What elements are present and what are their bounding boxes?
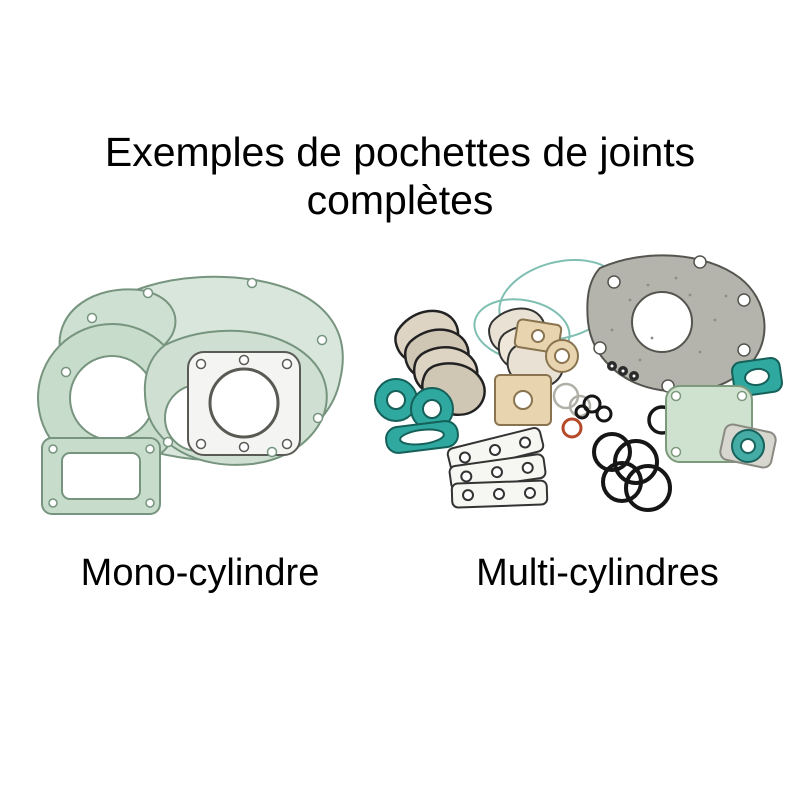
- title-line-2: complètes: [306, 177, 494, 224]
- fanned-gasket-stack-1: [394, 309, 486, 416]
- title-line-1: Exemples de pochettes de joints: [104, 129, 696, 175]
- grey-gasket-speckles: [610, 276, 728, 362]
- thin-grey-rings: [552, 382, 592, 418]
- beige-gaskets: [494, 318, 579, 426]
- valve-cover-bolt-holes: [48, 444, 155, 508]
- valve-cover-gasket: [41, 437, 161, 515]
- label-mono-cylindre: Mono-cylindre: [80, 552, 320, 594]
- head-gasket-bolt-holes: [195, 354, 293, 453]
- orange-o-ring: [561, 417, 583, 439]
- washers: [607, 361, 639, 381]
- image-title: Exemples de pochettes de joints complète…: [0, 128, 800, 225]
- small-right-gaskets: [719, 423, 777, 469]
- grey-cover-gasket: [586, 254, 766, 393]
- clutch-cover-gasket-hole: [69, 355, 155, 441]
- mono-bolt-holes: [60, 277, 328, 458]
- mono-gasket-set: [37, 275, 344, 515]
- multi-gasket-set: [374, 254, 783, 512]
- label-multi-cylindres: Multi-cylindres: [476, 552, 719, 594]
- cylinder-head-gasket: [187, 351, 301, 456]
- white-base-gasket-stack: [446, 427, 549, 509]
